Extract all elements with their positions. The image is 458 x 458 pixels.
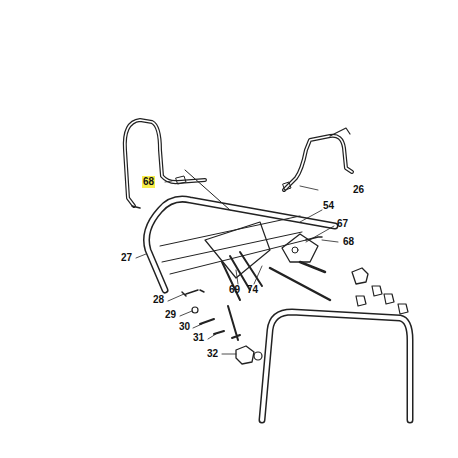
cable-end — [176, 176, 186, 184]
handle-knob — [236, 346, 254, 364]
callout-number: 31 — [192, 332, 205, 344]
bail-lever — [284, 136, 352, 190]
callout-number: 67 — [336, 218, 349, 230]
callout-number: 30 — [178, 321, 191, 333]
callout-number: 74 — [246, 284, 259, 296]
callout-number: 32 — [206, 348, 219, 360]
callout-number: 27 — [120, 252, 133, 264]
callout-number: 68 — [142, 176, 155, 188]
lower-handle — [262, 312, 410, 420]
bail-lever — [125, 120, 205, 206]
callout-number: 54 — [322, 200, 335, 212]
callout-number: 29 — [164, 309, 177, 321]
callout-number: 28 — [152, 294, 165, 306]
callout-number: 69 — [228, 284, 241, 296]
leader-line — [136, 181, 338, 354]
callout-number: 68 — [342, 236, 355, 248]
callout-number: 26 — [352, 184, 365, 196]
upper-handle — [147, 199, 336, 290]
